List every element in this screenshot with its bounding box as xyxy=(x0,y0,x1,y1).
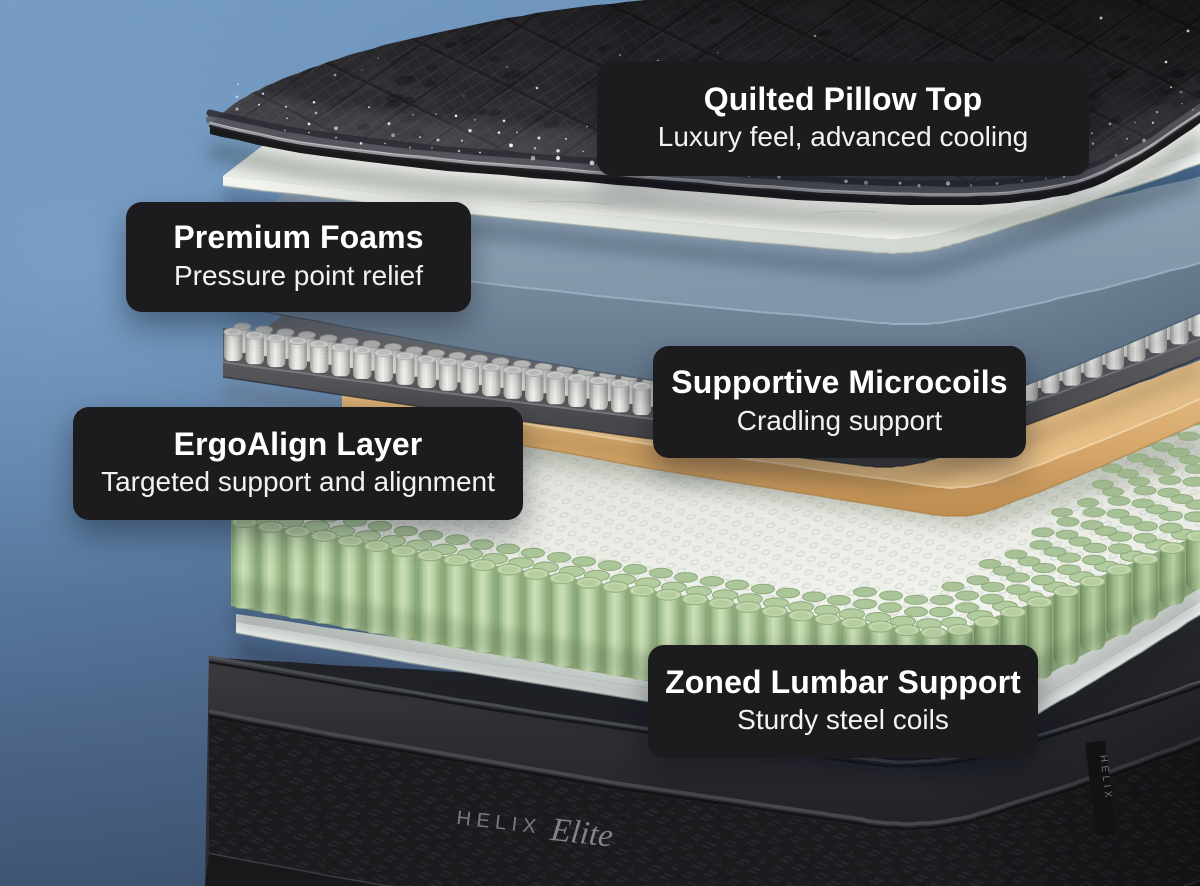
callout-title: ErgoAlign Layer xyxy=(173,425,423,462)
callout-title: Supportive Microcoils xyxy=(671,364,1008,401)
base-layer: HELIX Elite HELIX xyxy=(205,602,1200,886)
callout-subtitle: Cradling support xyxy=(736,404,943,436)
callout-subtitle: Luxury feel, advanced cooling xyxy=(657,121,1029,153)
side-tag: HELIX xyxy=(1085,740,1117,837)
brand-logo-elite: Elite xyxy=(548,812,615,855)
callout-subtitle: Sturdy steel coils xyxy=(737,704,949,736)
callout-title: Quilted Pillow Top xyxy=(703,80,983,117)
callout-supportive-microcoils: Supportive Microcoils Cradling support xyxy=(653,346,1026,458)
callout-title: Premium Foams xyxy=(173,219,424,256)
callout-subtitle: Targeted support and alignment xyxy=(101,466,495,498)
brand-logo: HELIX Elite xyxy=(455,807,615,855)
callout-title: Zoned Lumbar Support xyxy=(665,663,1021,700)
callout-quilted-pillow-top: Quilted Pillow Top Luxury feel, advanced… xyxy=(597,61,1089,176)
callout-zoned-lumbar-support: Zoned Lumbar Support Sturdy steel coils xyxy=(648,645,1038,758)
callout-ergoalign-layer: ErgoAlign Layer Targeted support and ali… xyxy=(73,407,523,520)
callout-premium-foams: Premium Foams Pressure point relief xyxy=(126,202,471,312)
callout-subtitle: Pressure point relief xyxy=(173,259,423,291)
